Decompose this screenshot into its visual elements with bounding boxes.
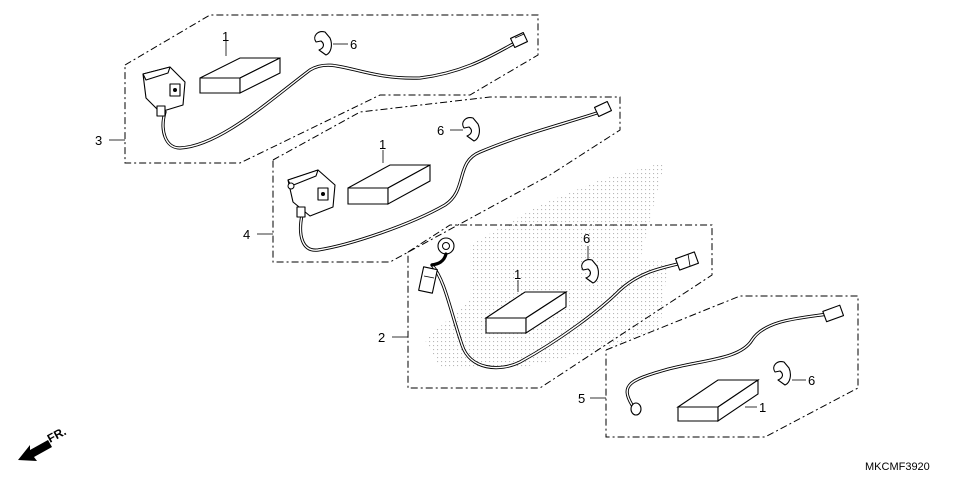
callout-part-3: 3 <box>95 133 102 148</box>
assembly-group-3 <box>109 14 539 164</box>
callout-part-1: 1 <box>222 29 229 44</box>
callout-part-6: 6 <box>350 37 357 52</box>
wire-clip-3 <box>314 31 332 56</box>
wire-clip-5 <box>773 361 791 386</box>
adhesive-pad-4 <box>347 164 431 205</box>
adhesive-pad-5 <box>676 378 760 423</box>
control-unit-4 <box>287 169 336 218</box>
assembly-group-5 <box>590 295 859 438</box>
adhesive-pad-3 <box>199 57 281 94</box>
assembly-group-4 <box>257 96 621 263</box>
bullet-terminal-5 <box>630 402 642 416</box>
group-3-outline <box>124 14 539 164</box>
callout-part-6: 6 <box>583 231 590 246</box>
front-direction-arrow-icon <box>18 440 52 461</box>
ring-terminal-2 <box>430 237 455 267</box>
group-2-outline <box>407 224 713 389</box>
assembly-group-2 <box>392 224 713 389</box>
callout-part-1: 1 <box>759 400 766 415</box>
callout-part-4: 4 <box>243 227 250 242</box>
wire-clip-2 <box>581 259 599 284</box>
wire-connector-2 <box>675 251 699 271</box>
callout-part-2: 2 <box>378 330 385 345</box>
callout-part-1: 1 <box>379 137 386 152</box>
callout-part-1: 1 <box>514 267 521 282</box>
wire-connector-4 <box>593 100 613 118</box>
wire-clip-4 <box>462 117 480 142</box>
coupler-2 <box>418 266 438 294</box>
callout-part-5: 5 <box>578 391 585 406</box>
callout-part-6: 6 <box>437 123 444 138</box>
group-5-outline <box>605 295 859 438</box>
adhesive-pad-2 <box>484 290 568 335</box>
callout-part-6: 6 <box>808 373 815 388</box>
group-4-outline <box>272 96 621 263</box>
wire-connector-3 <box>509 31 529 49</box>
control-unit-3 <box>142 66 186 117</box>
diagram-code: MKCMF3920 <box>865 461 930 473</box>
wire-connector-5 <box>822 304 845 323</box>
stipple-background <box>425 162 668 368</box>
